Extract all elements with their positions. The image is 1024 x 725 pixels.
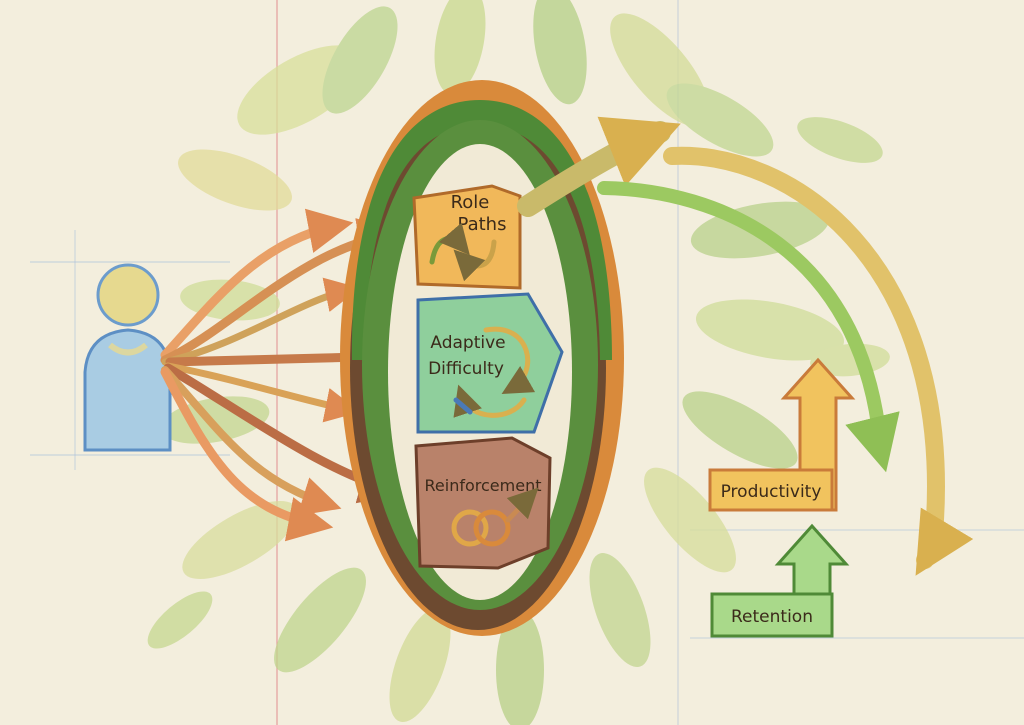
retention-label: Retention — [731, 607, 813, 627]
leaf-background — [147, 0, 890, 725]
adaptive-difficulty-label-line1: Adaptive — [430, 333, 505, 353]
adaptive-difficulty-label-line2: Difficulty — [428, 359, 504, 379]
adaptive-difficulty-module: Adaptive Difficulty — [416, 292, 564, 434]
role-paths-module: Role Paths — [412, 184, 522, 290]
productivity-label: Productivity — [721, 482, 822, 502]
role-paths-label-line2: Paths — [458, 214, 507, 235]
productivity-outcome: Productivity — [708, 357, 856, 512]
reinforcement-module: Reinforcement — [414, 436, 552, 570]
feedback-arcs — [517, 116, 974, 576]
role-paths-label-line1: Role — [451, 192, 490, 213]
learner-person-icon — [83, 263, 172, 452]
reinforcement-label: Reinforcement — [425, 476, 542, 495]
retention-outcome: Retention — [710, 523, 850, 638]
cycle-arrows-icon — [453, 326, 536, 418]
cycle-arrows-icon — [429, 222, 497, 282]
interlocked-rings-icon — [451, 487, 539, 547]
